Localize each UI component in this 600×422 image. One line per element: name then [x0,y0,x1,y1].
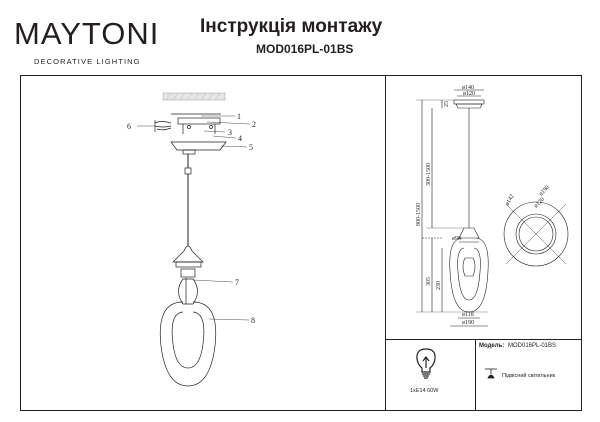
dim-total: 800-1500 [416,203,422,226]
dim-circle-outer: ø190 [538,185,551,198]
dim-h230: 230 [436,281,442,290]
dim-d190: ø190 [462,320,474,326]
dim-h25: 25 [444,101,450,107]
product-type: Підвісний світильник [502,373,556,379]
dim-d140: ø140 [462,85,474,91]
info-divider-horizontal [385,339,582,340]
frame-divider [385,75,386,411]
model-value: MOD016PL-01BS [508,343,557,349]
model-label: Модель: [479,343,505,349]
canopy [170,141,227,151]
callout-6: 6 [127,122,131,131]
model-number: MOD016PL-01BS [256,42,354,56]
brand-logo: MAYTONI [14,16,160,51]
dimensions-drawing: ø140 ø120 25 300-1500 800-1500 ø90 305 2… [416,85,569,327]
dim-circle-side: ø142 [505,194,516,207]
callout-3: 3 [228,128,232,137]
page-title: Інструкція монтажу [200,16,383,37]
info-divider-vertical [475,339,476,411]
callout-1: 1 [237,112,241,121]
assembly-drawing: 1 2 3 4 5 6 7 8 [127,92,256,387]
brand-tagline: DECORATIVE LIGHTING [34,57,141,66]
bulb-icon [416,348,436,379]
callout-4: 4 [238,134,242,143]
callout-5: 5 [249,143,253,152]
dim-d90: ø90 [452,236,461,242]
bulb-spec: 1xE14 60W [410,388,439,394]
callout-7: 7 [235,278,239,287]
pendant-icon [485,368,497,379]
dim-h305: 305 [426,277,432,286]
dim-d120: ø120 [463,91,475,97]
dim-cable: 300-1500 [426,163,432,186]
dim-d118: ø118 [462,312,474,318]
callout-8: 8 [251,316,255,325]
callout-2: 2 [252,120,256,129]
drawing-frame [20,75,582,411]
